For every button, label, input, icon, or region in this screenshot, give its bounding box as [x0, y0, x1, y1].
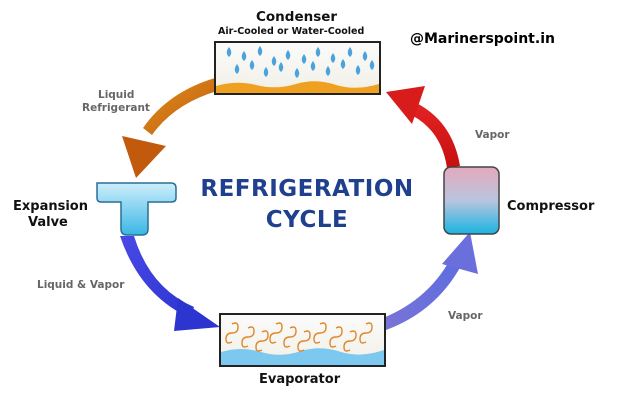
water-drop	[330, 53, 336, 63]
heat-wave	[283, 326, 297, 348]
water-drop	[285, 50, 291, 60]
water-drop	[257, 46, 263, 56]
diagram-title-line1: REFRIGERATION	[200, 176, 414, 202]
flow-label-liquid-refrigerant-1: Liquid	[98, 89, 135, 101]
expansion-valve-label-1: Expansion	[13, 199, 88, 214]
water-drop	[294, 68, 300, 78]
heat-wave	[225, 322, 239, 344]
flow-label-liquid-and-vapor: Liquid & Vapor	[37, 279, 125, 291]
heat-wave	[241, 326, 255, 348]
diagram-title-line2: CYCLE	[265, 207, 349, 233]
compressor-label: Compressor	[507, 199, 595, 214]
water-drop	[278, 62, 284, 72]
water-drop	[263, 67, 269, 77]
arrow-condenser-to-valve	[122, 78, 217, 178]
heat-waves	[225, 322, 373, 352]
watermark-text: @Marinerspoint.in	[410, 31, 555, 47]
compressor-unit	[443, 166, 500, 235]
heat-wave	[269, 322, 283, 344]
heat-wave	[329, 326, 343, 348]
heat-wave	[343, 330, 357, 352]
flow-label-vapor-top: Vapor	[475, 129, 510, 141]
evaporator-label: Evaporator	[259, 372, 341, 387]
heat-wave	[297, 330, 311, 352]
flow-label-vapor-bottom: Vapor	[448, 310, 483, 322]
water-drops	[226, 46, 375, 78]
water-drop	[369, 60, 375, 70]
heat-wave	[313, 322, 327, 344]
arrow-valve-to-evaporator	[120, 236, 220, 331]
heat-wave	[255, 330, 269, 352]
water-drop	[241, 51, 247, 61]
water-drop	[315, 47, 321, 57]
water-drop	[362, 51, 368, 61]
expansion-valve-unit	[96, 182, 177, 236]
water-drop	[226, 47, 232, 57]
water-drop	[301, 54, 307, 64]
water-drop	[249, 60, 255, 70]
evaporator-box	[219, 313, 386, 367]
condenser-subtitle: Air-Cooled or Water-Cooled	[218, 26, 365, 37]
flow-label-liquid-refrigerant-2: Refrigerant	[82, 102, 150, 114]
water-drop	[325, 66, 331, 76]
arrow-compressor-to-condenser	[386, 86, 460, 168]
water-drop	[234, 64, 240, 74]
water-drop	[310, 61, 316, 71]
water-drop	[347, 47, 353, 57]
arrow-evaporator-to-compressor	[383, 232, 478, 330]
water-drop	[355, 65, 361, 75]
water-drop	[271, 56, 277, 66]
water-drop	[340, 59, 346, 69]
condenser-label: Condenser	[256, 9, 338, 25]
expansion-valve-label-2: Valve	[28, 215, 68, 230]
condenser-box	[214, 41, 381, 95]
heat-wave	[359, 322, 373, 344]
